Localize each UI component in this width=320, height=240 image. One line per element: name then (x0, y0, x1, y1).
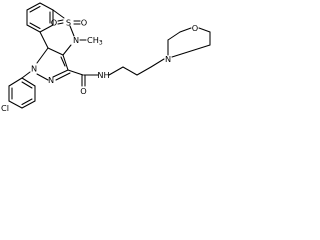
bond (8, 77, 23, 87)
bond (21, 81, 33, 89)
bonds (8, 2, 211, 109)
bond (39, 2, 54, 11)
bond (171, 44, 211, 58)
bond (21, 77, 36, 87)
atom-o-right: O (81, 18, 87, 28)
bond (21, 98, 33, 106)
bond (21, 100, 36, 109)
atom-amide-nh: NH (97, 70, 109, 80)
bond (29, 5, 41, 13)
atom-amide-o: O (80, 86, 86, 96)
bond (36, 73, 49, 81)
bond (57, 22, 64, 25)
bond (136, 66, 152, 76)
bond (52, 9, 65, 19)
bond (26, 2, 41, 11)
bond (122, 66, 138, 76)
chemical-structure: S O O N CH3 N N NH O Cl N O (1, 2, 211, 113)
atom-n-sultam: N (73, 35, 79, 45)
atom-n1: N (31, 64, 37, 74)
bond (60, 56, 66, 67)
bond (198, 27, 211, 33)
atom-o-left: O (51, 18, 57, 28)
bond (39, 24, 54, 33)
atom-cl: Cl (1, 103, 9, 112)
bond (69, 25, 75, 37)
atom-s: S (66, 18, 71, 28)
bond (8, 100, 23, 109)
bond (57, 19, 64, 22)
bond (36, 47, 49, 64)
bond (29, 22, 41, 30)
bond (55, 72, 71, 81)
bond (108, 66, 124, 76)
bond (21, 71, 31, 79)
bond (26, 24, 41, 33)
bond (150, 58, 165, 68)
bond (167, 31, 181, 41)
bond (47, 47, 64, 56)
bond (179, 27, 192, 33)
bond (62, 54, 69, 71)
bond (67, 69, 84, 76)
atom-methyl: CH3 (87, 35, 103, 46)
bond (39, 31, 49, 49)
atom-n2: N (48, 75, 54, 85)
atom-morpholine-n: N (165, 54, 171, 64)
bond (52, 69, 69, 78)
atom-morpholine-o: O (192, 23, 198, 33)
bond (62, 44, 72, 56)
atom-labels: S O O N CH3 N N NH O Cl N O (1, 18, 198, 113)
